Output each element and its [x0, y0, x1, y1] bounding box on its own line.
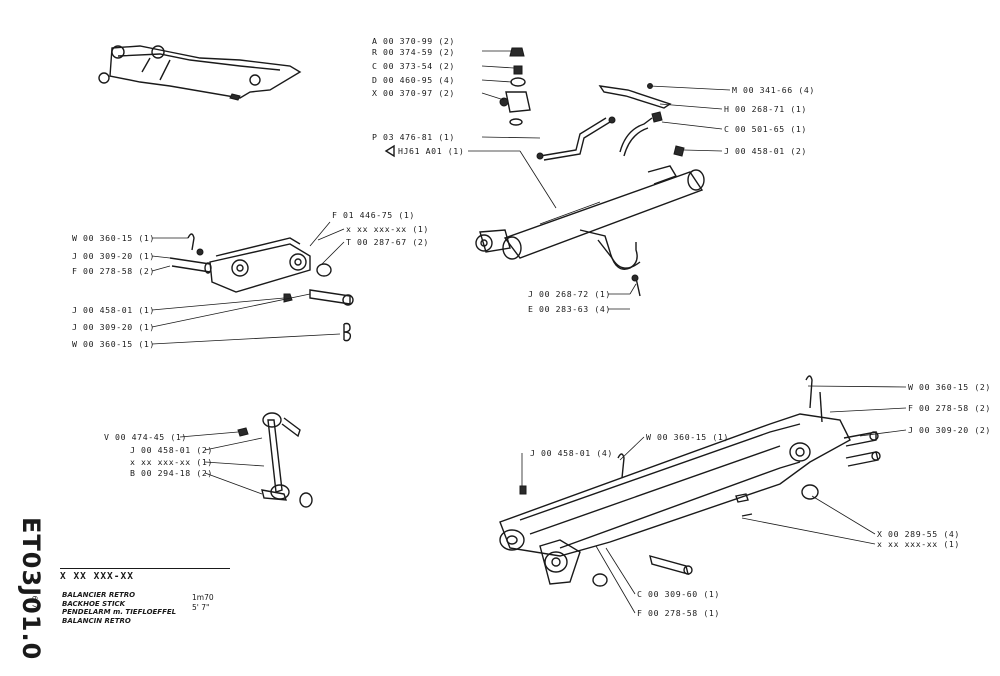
callout-label: J 00 268-72 (1) [528, 289, 611, 299]
callout-label: HJ61 A01 (1) [398, 146, 465, 156]
stick-length: 1m70 5' 7" [192, 593, 214, 613]
callout-label: D 00 460-95 (4) [372, 75, 455, 85]
stick-length-metric: 1m70 [192, 593, 214, 602]
callout-label: W 00 360-15 (1) [72, 339, 155, 349]
callout-label: V 00 474-45 (1) [104, 432, 187, 442]
callout-label: W 00 360-15 (1) [646, 432, 729, 442]
callout-label: x xx xxx-xx (1) [130, 457, 213, 467]
callout-label: X 00 289-55 (4) [877, 529, 960, 539]
callout-label: x xx xxx-xx (1) [877, 539, 960, 549]
callout-label: J 00 309-20 (1) [72, 251, 155, 261]
description-line: BACKHOE STICK [62, 599, 126, 608]
part-description: BALANCIER RETRO BACKHOE STICK PENDELARM … [62, 591, 176, 625]
callout-label: P 03 476-81 (1) [372, 132, 455, 142]
callout-label: J 00 309-20 (1) [72, 322, 155, 332]
document-code: ET03J01.0 [17, 517, 45, 661]
callout-label: E 00 283-63 (4) [528, 304, 611, 314]
callout-label: W 00 360-15 (2) [908, 382, 991, 392]
document-code-block: ET03J01.0 [14, 517, 46, 661]
callout-label: A 00 370-99 (2) [372, 36, 455, 46]
description-line: PENDELARM m. TIEFLOEFFEL [62, 608, 177, 616]
document-date: 6-75 [30, 595, 39, 613]
reference-arrow-icon [384, 144, 395, 158]
stick-length-imperial: 5' 7" [192, 603, 210, 612]
callout-label: C 00 373-54 (2) [372, 61, 455, 71]
callout-label: R 00 374-59 (2) [372, 47, 455, 57]
callout-label: J 00 458-01 (1) [72, 305, 155, 315]
hydraulic-cylinder-drawing [475, 47, 705, 297]
callout-label: J 00 458-01 (4) [530, 448, 613, 458]
backhoe-stick-drawing [499, 375, 881, 587]
link-assembly-drawing [169, 233, 354, 306]
callout-label: F 00 278-58 (2) [908, 403, 991, 413]
callout-label: T 00 287-67 (2) [346, 237, 429, 247]
callout-label: H 00 268-71 (1) [724, 104, 807, 114]
title-block: X XX XXX-XX BALANCIER RETRO BACKHOE STIC… [60, 568, 230, 639]
callout-label: F 01 446-75 (1) [332, 210, 415, 220]
callout-label: C 00 309-60 (1) [637, 589, 720, 599]
callout-label: x xx xxx-xx (1) [346, 224, 429, 234]
leader-lines [151, 50, 907, 614]
callout-label: J 00 309-20 (2) [908, 425, 991, 435]
description-line: BALANCIN RETRO [62, 616, 131, 625]
beta-pin-icon [343, 322, 352, 342]
part-code: X XX XXX-XX [60, 571, 134, 582]
callout-label: F 00 278-58 (1) [637, 608, 720, 618]
callout-label: F 00 278-58 (2) [72, 266, 155, 276]
callout-label: J 00 458-01 (2) [724, 146, 807, 156]
callout-label: W 00 360-15 (1) [72, 233, 155, 243]
callout-label: M 00 341-66 (4) [732, 85, 815, 95]
callout-label: J 00 458-01 (2) [130, 445, 213, 455]
description-line: BALANCIER RETRO [62, 591, 136, 599]
callout-label: C 00 501-65 (1) [724, 124, 807, 134]
callout-label: X 00 370-97 (2) [372, 88, 455, 98]
connecting-rod-drawing [237, 412, 313, 508]
callout-label: B 00 294-18 (2) [130, 468, 213, 478]
overview-arm-drawing [98, 45, 302, 101]
